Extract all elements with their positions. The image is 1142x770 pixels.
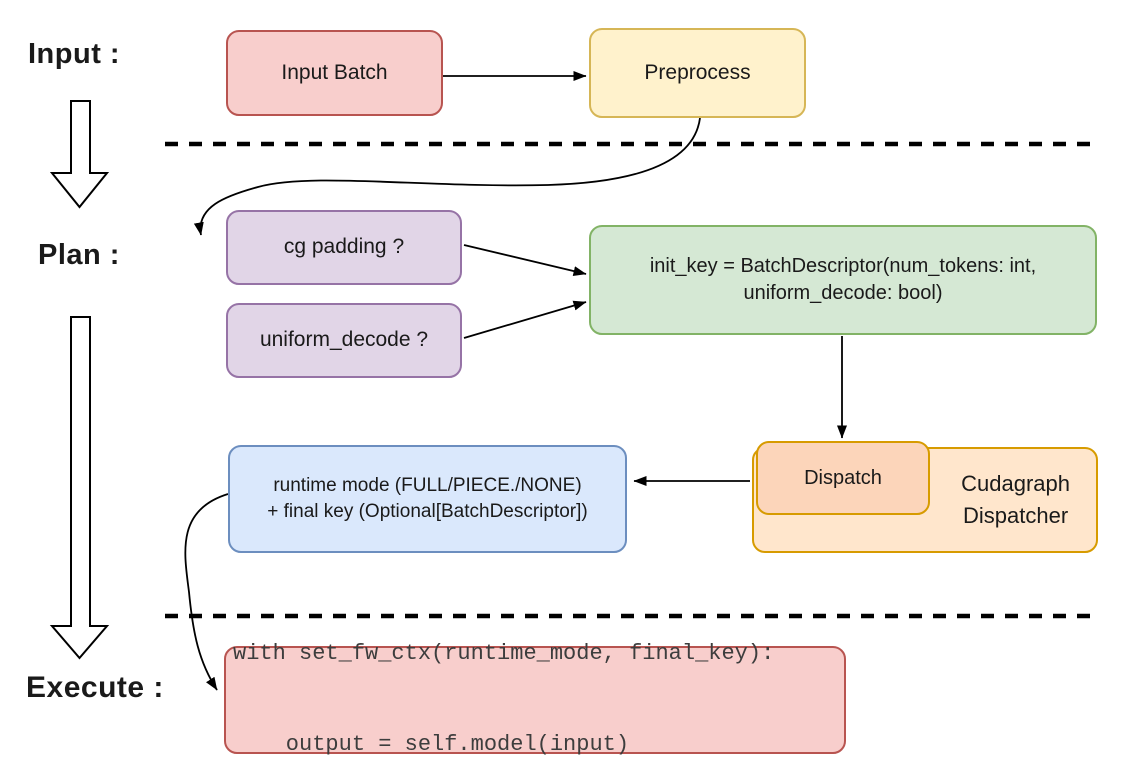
edge-preprocess-to-cgpadding (193, 117, 701, 236)
node-runtime-mode-line2: + final key (Optional[BatchDescriptor]) (267, 501, 588, 522)
edge-runtimemode-to-executecode (184, 493, 229, 691)
node-cg-padding: cg padding ? (226, 210, 462, 285)
node-dispatch-label: Dispatch (804, 466, 882, 489)
node-runtime-mode-text: runtime mode (FULL/PIECE./NONE) + final … (267, 473, 588, 524)
node-init-key: init_key = BatchDescriptor(num_tokens: i… (589, 225, 1097, 335)
node-execute-code-line1: with set_fw_ctx(runtime_mode, final_key)… (233, 641, 775, 667)
edge-uniformdecode-to-initkey (463, 300, 587, 339)
node-execute-code: with set_fw_ctx(runtime_mode, final_key)… (224, 641, 846, 757)
node-runtime-mode-line1: runtime mode (FULL/PIECE./NONE) (273, 475, 582, 497)
node-cudagraph-dispatcher-text: Cudagraph Dispatcher (961, 468, 1070, 532)
stage-arrow-plan-to-execute (49, 316, 110, 660)
node-preprocess: Preprocess (589, 28, 806, 118)
node-input-batch: Input Batch (226, 30, 443, 116)
node-input-batch-label: Input Batch (281, 60, 388, 84)
stage-label-execute: Execute : (26, 671, 164, 704)
node-init-key-line1: init_key = BatchDescriptor(num_tokens: i… (649, 255, 1037, 277)
node-dispatch: Dispatch (756, 441, 930, 515)
node-uniform-decode: uniform_decode ? (226, 303, 462, 378)
node-runtime-mode: runtime mode (FULL/PIECE./NONE) + final … (228, 445, 627, 553)
node-execute-code-line2: output = self.model(input) (233, 732, 630, 758)
edge-cgpadding-to-initkey (463, 244, 587, 276)
node-preprocess-label: Preprocess (644, 60, 751, 84)
stage-label-plan: Plan : (38, 239, 120, 271)
node-cudagraph-dispatcher-line1: Cudagraph (961, 471, 1070, 497)
node-cudagraph-dispatcher-line2: Dispatcher (962, 503, 1069, 528)
node-execute-code-text: with set_fw_ctx(runtime_mode, final_key)… (233, 579, 774, 770)
node-init-key-line2: uniform_decode: bool) (743, 282, 943, 304)
stage-label-input: Input : (28, 38, 121, 70)
node-uniform-decode-label: uniform_decode ? (259, 328, 429, 352)
node-cg-padding-label: cg padding ? (283, 235, 405, 259)
node-init-key-text: init_key = BatchDescriptor(num_tokens: i… (650, 253, 1036, 307)
stage-arrow-input-to-plan (49, 100, 110, 209)
